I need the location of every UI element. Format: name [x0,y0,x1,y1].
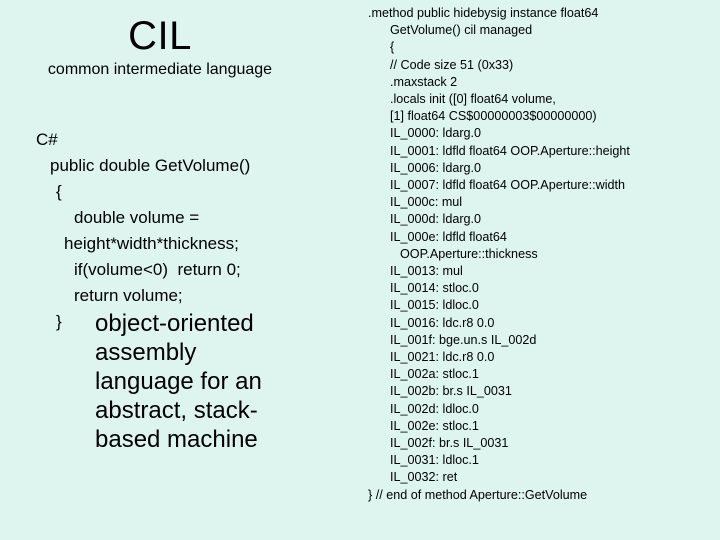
cil-line-24: IL_002e: stloc.1 [390,418,479,433]
csharp-line-4: height*width*thickness; [64,234,239,253]
csharp-line-2: { [56,182,62,201]
cil-line-10: IL_0007: ldfld float64 OOP.Aperture::wid… [390,178,626,193]
cil-line-28: } // end of method Aperture::GetVolume [368,487,588,502]
cil-line-21: IL_002a: stloc.1 [390,367,479,382]
cil-line-12: IL_000d: ldarg.0 [390,212,482,227]
cil-line-19: IL_001f: bge.un.s IL_002d [390,332,537,347]
cil-line-27: IL_0032: ret [390,470,458,485]
tagline-line-1: assembly [95,339,197,366]
tagline-line-4: based machine [95,426,258,453]
cil-line-14: OOP.Aperture::thickness [400,246,538,261]
cil-line-18: IL_0016: ldc.r8 0.0 [390,315,495,330]
cil-line-0: .method public hidebysig instance float6… [368,6,599,20]
csharp-line-5: if(volume<0) return 0; [74,260,241,279]
tagline-line-2: language for an [95,368,262,395]
tagline-line-0: object-oriented [95,310,254,337]
cil-code-block: .method public hidebysig instance float6… [368,5,718,504]
page-subtitle: common intermediate language [47,61,273,78]
cil-line-6: [1] float64 CS$00000003$00000000) [390,109,597,124]
cil-line-4: .maxstack 2 [390,74,458,89]
tagline-line-3: abstract, stack- [95,397,258,424]
cil-line-20: IL_0021: ldc.r8 0.0 [390,350,495,365]
cil-line-9: IL_0006: ldarg.0 [390,160,482,175]
cil-line-15: IL_0013: mul [390,264,463,279]
cil-line-3: // Code size 51 (0x33) [390,57,514,72]
cil-line-22: IL_002b: br.s IL_0031 [390,384,512,399]
cil-line-1: GetVolume() cil managed [390,23,533,38]
csharp-line-1: public double GetVolume() [50,156,251,175]
csharp-line-6: return volume; [74,286,183,305]
cil-line-13: IL_000e: ldfld float64 [390,229,507,244]
cil-line-25: IL_002f: br.s IL_0031 [390,436,509,451]
cil-line-7: IL_0000: ldarg.0 [390,126,482,141]
cil-line-16: IL_0014: stloc.0 [390,281,479,296]
csharp-line-7: } [56,312,62,331]
cil-line-23: IL_002d: ldloc.0 [390,401,479,416]
page-title: CIL [128,14,192,58]
cil-line-26: IL_0031: ldloc.1 [390,453,479,468]
csharp-code-block: C# public double GetVolume() { double volum… [36,127,336,335]
csharp-line-3: double volume = [74,208,200,227]
cil-line-2: { [390,40,395,55]
csharp-line-0: C# [36,130,58,149]
cil-line-8: IL_0001: ldfld float64 OOP.Aperture::hei… [390,143,630,158]
left-column: CIL common intermediate language C# publi… [36,14,336,454]
cil-line-11: IL_000c: mul [390,195,463,210]
cil-line-17: IL_0015: ldloc.0 [390,298,479,313]
cil-line-5: .locals init ([0] float64 volume, [390,92,556,107]
